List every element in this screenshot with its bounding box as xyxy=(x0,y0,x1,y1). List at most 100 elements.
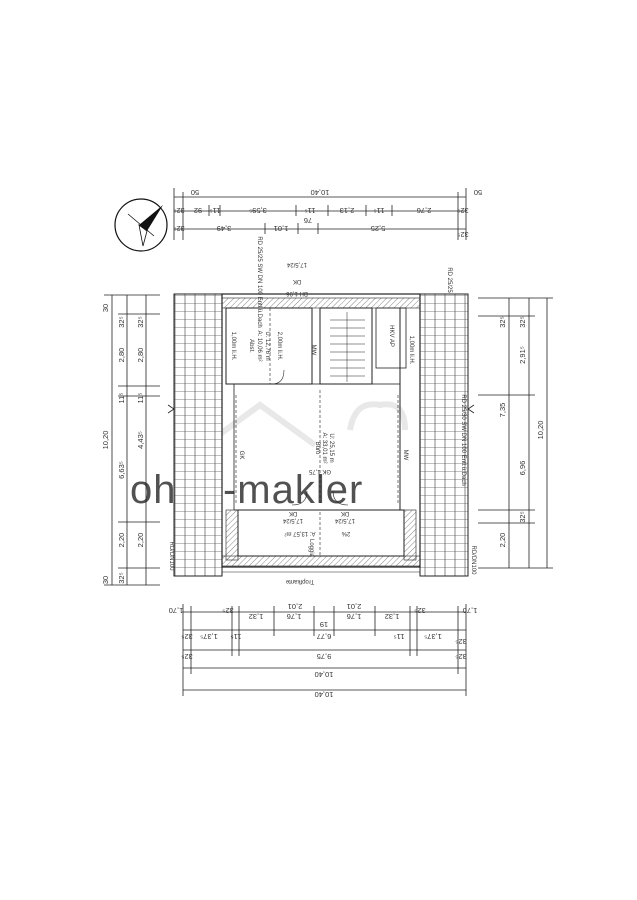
rd-note-right-bottom: RD/DN100 xyxy=(470,545,476,575)
dim-bottom-r2-5: 1,37⁵ xyxy=(424,632,442,641)
dim-bottom-r1-1: 32⁵ xyxy=(222,606,233,615)
bottom-dimension-chains xyxy=(182,604,467,696)
roof-note-top: RD 25/25 SW DN 100 Entl.ü.Dach xyxy=(256,236,262,327)
dim-top-r1-4: 11⁵ xyxy=(305,206,316,215)
roof-tiles-right xyxy=(419,293,469,577)
mw-label-2: MW xyxy=(402,450,408,461)
dim-bottom-r2-2: 11⁵ xyxy=(231,632,242,641)
dim-right-c1-2: 2,20 xyxy=(498,533,507,548)
dim-bottom-r2-6: 32⁵ xyxy=(455,637,466,646)
dim-top-r1-2: 11⁵ xyxy=(210,206,221,215)
dim-left-bottom-end: 30 xyxy=(101,576,110,584)
dim-left-c2-0: 32⁵ xyxy=(136,316,145,327)
rd-note-left-bottom: RD/DN100 xyxy=(168,541,174,571)
gk-label: GK xyxy=(238,451,244,460)
dk-label: DK xyxy=(293,278,301,284)
dim-bottom-r1-3: 1,76 xyxy=(287,612,302,621)
dim-bottom-r1-6: 2,01 xyxy=(347,602,362,611)
room-buero-name: Büro xyxy=(314,442,320,455)
room-buero-perimeter: U: 25,15 m xyxy=(328,433,334,462)
room-loggia-area: A: 13,57 m² xyxy=(284,530,315,536)
tropfkante-label: Tropfkante xyxy=(285,578,314,584)
dim-bottom-r3-0: 32⁵ xyxy=(181,652,192,661)
top-dimension-chains xyxy=(173,188,467,240)
rd-note-right: RD 25/30 SW DN 100 Entl.ü.Dach xyxy=(460,394,466,485)
dim-right-c2-0: 32⁵ xyxy=(518,316,527,327)
watermark: ohne-makler xyxy=(130,401,408,512)
dim-top-left-end: 50 xyxy=(191,188,199,197)
dim-top-r1-3: 3,59⁵ xyxy=(249,206,267,215)
dk-label-3: DK xyxy=(341,510,349,516)
gk-note: GK 1,75 xyxy=(308,468,331,474)
dim-top-r1-1: 92 xyxy=(194,206,202,215)
loggia-slope-right: 17,5/24 xyxy=(334,517,355,523)
dim-top-r2-2: 1,01 xyxy=(274,224,289,233)
right-dimension-labels: 32⁵ 7,35 2,20 32⁵ 2,91⁵ 6,96 32⁵ 10,20 xyxy=(498,316,545,547)
dim-left-top-end: 30 xyxy=(101,304,110,312)
hkv-label: HKV AP xyxy=(388,325,394,347)
dim-bottom-r1-9: 32⁵ xyxy=(414,606,425,615)
room-abst-name: Abst. xyxy=(248,339,254,353)
dim-top-right-end: 50 xyxy=(474,188,482,197)
room-abst-perimeter: U: 12,76 m xyxy=(264,331,270,360)
dim-left-c1-0: 32⁵ xyxy=(117,316,126,327)
dim-bottom-r3-1: 9,75 xyxy=(317,652,332,661)
dim-left-c1-3: 6,63⁵ xyxy=(117,461,126,479)
dim-right-c1-1: 7,35 xyxy=(498,403,507,418)
room-buero-area: A: 33,01 m² xyxy=(321,432,327,463)
section-markers xyxy=(167,404,475,414)
dim-left-c2-2: 11⁵ xyxy=(136,393,145,404)
dim-right-c2-1: 2,91⁵ xyxy=(518,346,527,364)
dim-bottom-r1-0: 1,70 xyxy=(169,606,184,615)
room-labels: 17,5/24 RD 25/25 SW DN 100 Entl.ü.Dach R… xyxy=(168,236,476,584)
dim-bottom-r1-8: 1,32 xyxy=(385,612,400,621)
north-arrow-icon xyxy=(114,198,168,252)
loggia-slope-left: 17,5/24 xyxy=(282,517,303,523)
top-dimension-labels: 10,40 50 50 32⁵ 92 11⁵ 3,59⁵ 11⁵ 2,13 11… xyxy=(173,188,482,239)
dim-bottom-r2-3: 6,77 xyxy=(317,632,332,641)
dim-left-c2-1: 2,80 xyxy=(136,348,145,363)
abst-height-right: 2,00m li.H. xyxy=(276,332,282,361)
dim-left-overall: 10,20 xyxy=(101,431,110,450)
dim-top-overall: 10,40 xyxy=(311,188,330,197)
dim-bottom-overall2: 10,40 xyxy=(315,690,334,699)
dim-top-r1-5: 2,13 xyxy=(340,206,355,215)
dim-bottom-r1-10: 1,70 xyxy=(463,606,478,615)
dim-bottom-r1-5: 19 xyxy=(320,620,328,629)
dim-top-r2-5: 32⁵ xyxy=(457,230,468,239)
dim-right-c1-0: 32⁵ xyxy=(498,316,507,327)
bh-label: BH 1,96 xyxy=(286,290,308,296)
left-dimension-chains xyxy=(104,294,160,586)
dim-top-r2-4: 5,25 xyxy=(371,224,386,233)
mw-label-1: MW xyxy=(310,345,316,356)
abst-height-left: 1,00m li.H. xyxy=(230,332,236,361)
dim-bottom-r1-4: 2,01 xyxy=(288,602,303,611)
dim-top-r2-3: 76 xyxy=(304,216,312,225)
dim-bottom-r3-2: 32⁵ xyxy=(455,652,466,661)
dim-top-r2-0: 32⁵ xyxy=(173,224,184,233)
roof-slope-top: 17,5/24 xyxy=(286,261,307,267)
right-dimension-chains xyxy=(478,297,553,569)
height-right-label: 1,00m li.H. xyxy=(408,336,414,365)
dim-bottom-r2-0: 32⁵ xyxy=(181,632,192,641)
watermark-text: ohne-makler xyxy=(130,468,363,512)
dim-left-c2-4: 2,20 xyxy=(136,533,145,548)
building-walls xyxy=(221,293,421,573)
room-abst-area: A: 10,06 m² xyxy=(256,330,262,361)
roof-tiles-left xyxy=(173,293,223,577)
roof-note-top-right: RD 25/25 xyxy=(446,267,452,293)
dim-right-c2-3: 32⁵ xyxy=(518,511,527,522)
dim-bottom-r1-2: 1,32 xyxy=(249,612,264,621)
dim-top-r2-1: 3,49 xyxy=(217,224,232,233)
dim-bottom-r1-7: 1,76 xyxy=(347,612,362,621)
dim-right-c2-2: 6,96 xyxy=(518,461,527,476)
dim-top-r1-6: 11⁵ xyxy=(374,206,385,215)
dim-top-r1-7: 2,76 xyxy=(417,206,432,215)
dim-bottom-r2-4: 11⁵ xyxy=(394,632,405,641)
left-dimension-labels: 10,20 30 30 32⁵ 2,80 11⁵ 6,63⁵ 2,20 32⁵ … xyxy=(101,304,145,584)
dim-left-c2-3: 4,43⁵ xyxy=(136,431,145,449)
dim-bottom-r2-1: 1,37⁵ xyxy=(200,632,218,641)
dim-left-c1-1: 2,80 xyxy=(117,348,126,363)
dim-top-r1-0: 32⁵ xyxy=(173,206,184,215)
